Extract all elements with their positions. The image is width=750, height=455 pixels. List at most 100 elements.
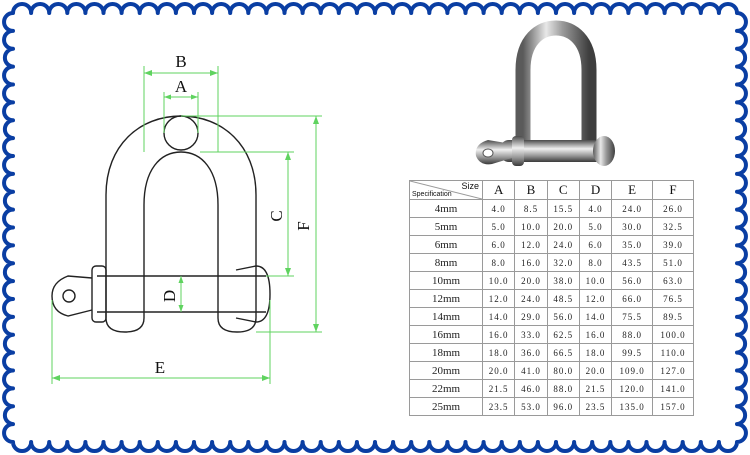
photo-pin-head <box>593 136 615 166</box>
shackle-photo <box>475 20 615 166</box>
value-cell: 20.0 <box>578 361 613 380</box>
dim-label-e: E <box>155 358 165 377</box>
value-cell: 62.5 <box>546 325 580 344</box>
size-cell: 10mm <box>409 271 483 290</box>
column-header: B <box>514 180 548 200</box>
value-cell: 10.0 <box>578 271 613 290</box>
value-cell: 89.5 <box>652 307 694 326</box>
value-cell: 80.0 <box>546 361 580 380</box>
size-cell: 12mm <box>409 289 483 308</box>
column-header: E <box>611 180 654 200</box>
value-cell: 23.5 <box>481 397 516 416</box>
value-cell: 33.0 <box>514 325 548 344</box>
pin-eye <box>51 275 93 317</box>
size-cell: 18mm <box>409 343 483 362</box>
arrow <box>210 70 218 76</box>
arrow <box>191 94 198 100</box>
value-cell: 26.0 <box>652 199 694 218</box>
value-cell: 20.0 <box>546 217 580 236</box>
value-cell: 35.0 <box>611 235 654 254</box>
size-cell: 22mm <box>409 379 483 398</box>
value-cell: 32.5 <box>652 217 694 236</box>
arrow <box>52 375 60 381</box>
value-cell: 36.0 <box>514 343 548 362</box>
value-cell: 14.0 <box>481 307 516 326</box>
column-header: A <box>481 180 516 200</box>
value-cell: 41.0 <box>514 361 548 380</box>
value-cell: 12.0 <box>578 289 613 308</box>
value-cell: 12.0 <box>481 289 516 308</box>
value-cell: 53.0 <box>514 397 548 416</box>
value-cell: 43.5 <box>611 253 654 272</box>
pin-head <box>235 265 271 323</box>
value-cell: 14.0 <box>578 307 613 326</box>
arrow <box>178 305 184 312</box>
value-cell: 20.0 <box>514 271 548 290</box>
pin-collar <box>91 265 107 323</box>
value-cell: 10.0 <box>481 271 516 290</box>
value-cell: 8.0 <box>578 253 613 272</box>
value-cell: 5.0 <box>481 217 516 236</box>
value-cell: 56.0 <box>611 271 654 290</box>
corner-spec-label: Specification <box>412 191 452 198</box>
table-corner-cell: Size Specification <box>409 180 483 200</box>
value-cell: 38.0 <box>546 271 580 290</box>
value-cell: 6.0 <box>481 235 516 254</box>
column-header: D <box>578 180 613 200</box>
size-cell: 14mm <box>409 307 483 326</box>
pin-eye-hole <box>62 289 76 303</box>
value-cell: 16.0 <box>481 325 516 344</box>
value-cell: 12.0 <box>514 235 548 254</box>
value-cell: 76.5 <box>652 289 694 308</box>
value-cell: 24.0 <box>611 199 654 218</box>
value-cell: 110.0 <box>652 343 694 362</box>
value-cell: 29.0 <box>514 307 548 326</box>
shackle-inner-bow <box>143 151 219 318</box>
value-cell: 15.5 <box>546 199 580 218</box>
arrow <box>178 276 184 283</box>
value-cell: 4.0 <box>481 199 516 218</box>
value-cell: 24.0 <box>514 289 548 308</box>
value-cell: 109.0 <box>611 361 654 380</box>
value-cell: 51.0 <box>652 253 694 272</box>
photo-collar <box>512 136 524 166</box>
value-cell: 66.5 <box>546 343 580 362</box>
value-cell: 10.0 <box>514 217 548 236</box>
photo-pin-eye-hole <box>482 148 494 158</box>
value-cell: 39.0 <box>652 235 694 254</box>
arrow <box>313 324 319 332</box>
value-cell: 56.0 <box>546 307 580 326</box>
dim-label-f: F <box>294 221 313 230</box>
corner-diagonal <box>410 181 482 199</box>
size-cell: 5mm <box>409 217 483 236</box>
value-cell: 16.0 <box>578 325 613 344</box>
value-cell: 88.0 <box>546 379 580 398</box>
value-cell: 157.0 <box>652 397 694 416</box>
bow-section-circle <box>163 115 199 151</box>
size-cell: 20mm <box>409 361 483 380</box>
arrow <box>262 375 270 381</box>
value-cell: 120.0 <box>611 379 654 398</box>
column-header: C <box>546 180 580 200</box>
value-cell: 5.0 <box>578 217 613 236</box>
value-cell: 99.5 <box>611 343 654 362</box>
dim-label-d: D <box>160 290 179 302</box>
value-cell: 96.0 <box>546 397 580 416</box>
size-cell: 6mm <box>409 235 483 254</box>
dimension-arrows <box>52 70 319 381</box>
size-cell: 25mm <box>409 397 483 416</box>
dim-label-b: B <box>175 52 186 71</box>
arrow <box>285 268 291 276</box>
